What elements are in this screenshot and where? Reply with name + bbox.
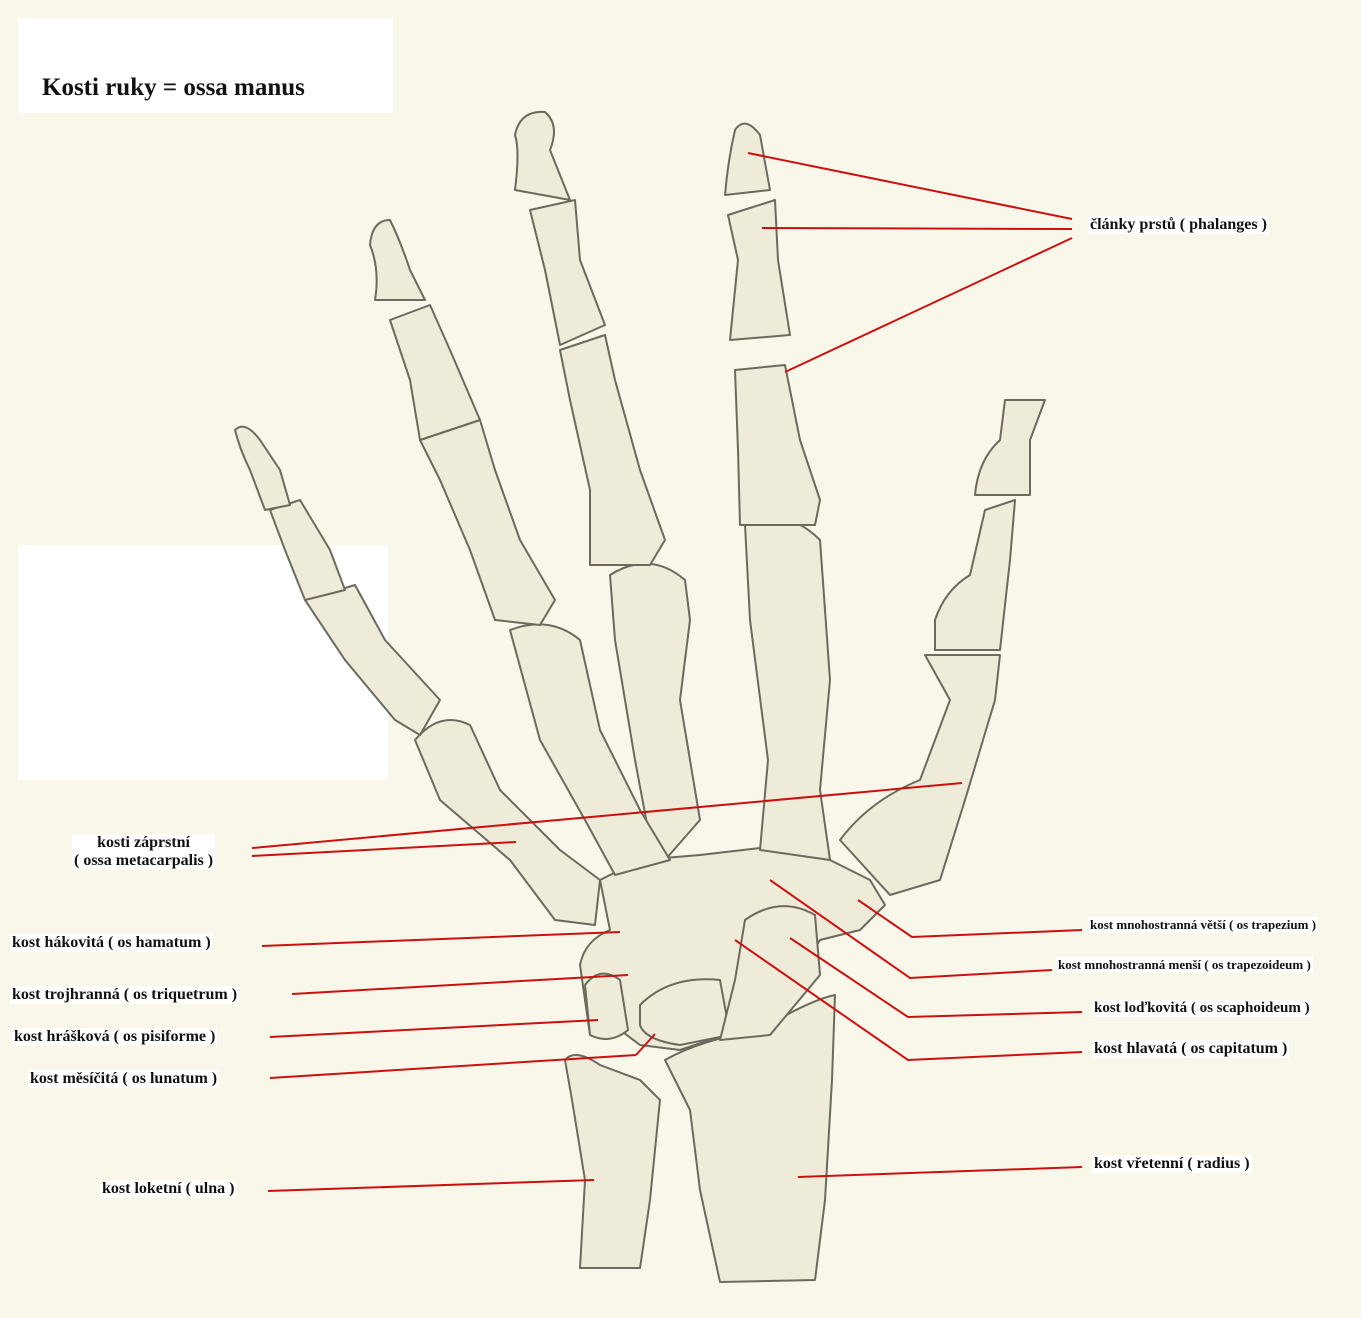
leader-scaphoideum: [789, 937, 1083, 1019]
label-metacarpals: kosti záprstní ( ossa metacarpalis ): [72, 834, 216, 870]
middle-distal-phalanx: [514, 110, 571, 201]
middle-proximal-phalanx: [559, 334, 666, 566]
leader-metacarpals-a: [251, 782, 963, 849]
leader-trapezoideum: [769, 879, 1053, 980]
thumb-proximal-phalanx: [934, 499, 1016, 651]
little-middle-phalanx: [269, 499, 346, 601]
leader-metacarpals-b: [251, 841, 517, 857]
leader-ulna: [267, 1179, 595, 1192]
label-lunatum: kost měsíčitá ( os lunatum ): [28, 1070, 220, 1088]
little-distal-phalanx: [234, 425, 291, 511]
ring-middle-phalanx: [389, 304, 481, 441]
label-ulna: kost loketní ( ulna ): [100, 1180, 237, 1198]
index-middle-phalanx: [727, 199, 791, 341]
index-proximal-phalanx: [734, 364, 821, 526]
leader-phalanges-a: [747, 152, 1073, 220]
leader-hamatum: [261, 931, 621, 947]
label-metacarpals-line-1: kosti záprstní: [97, 834, 190, 851]
thumb-metacarpal: [839, 654, 1001, 896]
ring-distal-phalanx: [369, 219, 426, 301]
leader-lunatum-b: [635, 1033, 656, 1056]
index-metacarpal: [744, 516, 831, 861]
middle-middle-phalanx: [529, 199, 606, 346]
scaphoid-bone: [719, 905, 821, 1041]
leader-lines: [251, 152, 1083, 1192]
label-capitatum: kost hlavatá ( os capitatum ): [1092, 1040, 1290, 1058]
ring-metacarpal: [509, 623, 671, 876]
leader-lunatum: [269, 1054, 637, 1079]
ulna-bone: [564, 1054, 661, 1269]
leader-phalanges-c: [784, 237, 1073, 373]
leader-capitatum: [734, 939, 1083, 1062]
label-triquetrum: kost trojhranná ( os triquetrum ): [10, 986, 240, 1004]
bones: [234, 110, 1046, 1283]
label-hamatum: kost hákovitá ( os hamatum ): [10, 934, 213, 952]
lunate-bone: [639, 978, 731, 1046]
page-title: Kosti ruky = ossa manus: [38, 72, 309, 104]
leader-triquetrum: [291, 974, 629, 995]
label-trapezoideum: kost mnohostranná menší ( os trapezoideu…: [1056, 957, 1313, 973]
label-phalanges: články prstů ( phalanges ): [1088, 216, 1269, 234]
index-distal-phalanx: [724, 122, 771, 196]
label-trapezium: kost mnohostranná větší ( os trapezium ): [1088, 917, 1319, 933]
leader-pisiforme: [269, 1019, 599, 1038]
label-scaphoideum: kost loďkovitá ( os scaphoideum ): [1092, 1000, 1312, 1017]
leader-phalanges-b: [761, 227, 1073, 230]
little-metacarpal: [414, 719, 601, 926]
label-metacarpals-line-2: ( ossa metacarpalis ): [74, 852, 214, 869]
leader-radius: [797, 1166, 1083, 1178]
ring-proximal-phalanx: [419, 419, 556, 626]
pisiform-bone: [584, 972, 629, 1040]
little-proximal-phalanx: [304, 584, 441, 736]
leader-trapezium: [857, 899, 1083, 939]
label-pisiforme: kost hrášková ( os pisiforme ): [12, 1028, 218, 1046]
thumb-distal-phalanx: [974, 399, 1046, 496]
label-radius: kost vřetenní ( radius ): [1092, 1155, 1252, 1173]
